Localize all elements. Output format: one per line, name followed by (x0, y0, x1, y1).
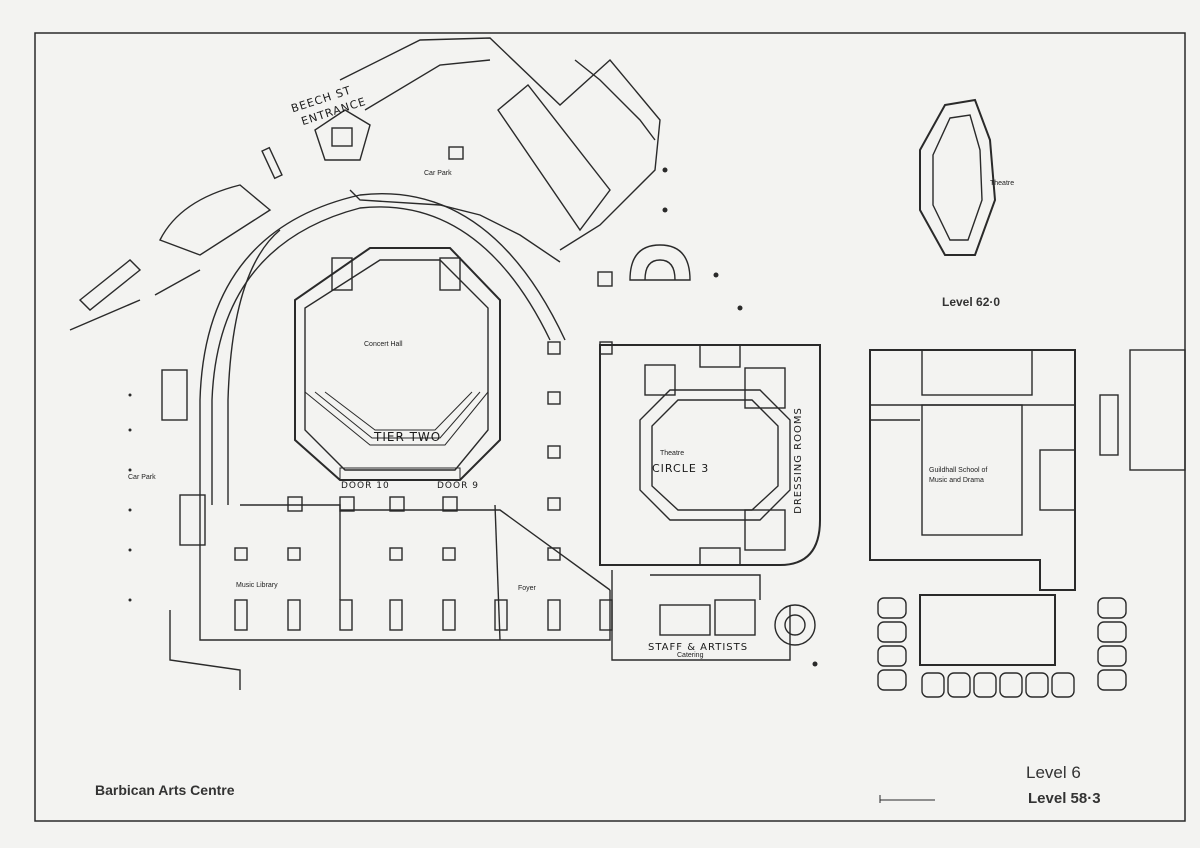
beech-st-entrance-block (314, 109, 371, 161)
round-kiosk (629, 244, 691, 281)
inset-theatre-label: Theatre (990, 180, 1015, 187)
door-9-label: DOOR 9 (437, 481, 479, 491)
guildhall-label-line2: Music and Drama (929, 477, 984, 484)
inset-theatre-plan (919, 98, 997, 256)
level-handwritten: Level 6 (1026, 763, 1081, 782)
level-printed: Level 58·3 (1028, 790, 1101, 807)
catering-label: Catering (677, 652, 704, 659)
plan-title: Barbican Arts Centre (95, 782, 235, 798)
practice-rooms (877, 597, 1127, 698)
tier-two-label: TIER TWO (374, 430, 442, 444)
door-10-label: DOOR 10 (341, 481, 390, 491)
concert-hall-outline (294, 247, 501, 481)
foyer-grid (161, 341, 613, 690)
concourse-arc (199, 193, 566, 505)
theatre-label: Theatre (660, 450, 685, 457)
music-library-label: Music Library (236, 582, 278, 589)
dressing-rooms-label: DRESSING ROOMS (792, 407, 804, 514)
guildhall-label-line1: Guildhall School of (929, 467, 988, 474)
scale-bar (879, 795, 935, 803)
concert-hall-label: Concert Hall (364, 341, 403, 348)
guildhall-school-block (869, 349, 1186, 698)
car-park-structure-top (339, 37, 661, 263)
catering-area (611, 570, 816, 661)
columns (128, 167, 818, 667)
theatre-block (599, 344, 821, 566)
entry-ramps (69, 184, 272, 331)
foyer-label: Foyer (518, 585, 536, 592)
circle-3-label: CIRCLE 3 (652, 462, 710, 475)
car-park-label-left: Car Park (128, 474, 156, 481)
staff-artists-label: STAFF & ARTISTS (648, 642, 749, 653)
map-frame (34, 32, 1186, 822)
car-park-label-top: Car Park (424, 170, 452, 177)
inset-level-label: Level 62·0 (942, 295, 1001, 309)
